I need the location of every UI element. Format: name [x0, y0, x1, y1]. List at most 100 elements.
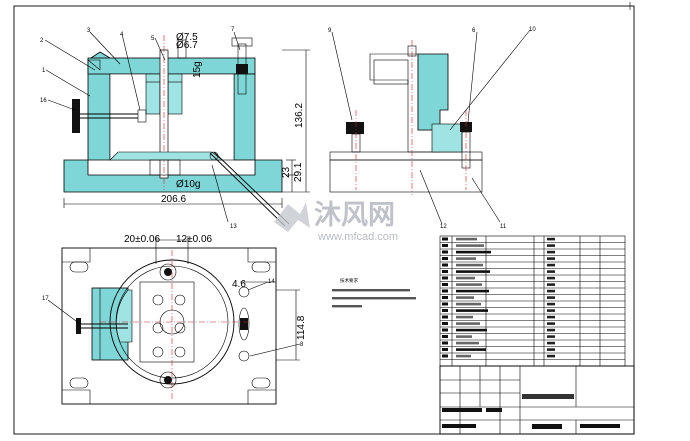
bom-material-mark	[547, 296, 555, 299]
bom-index-mark	[442, 276, 448, 280]
watermark-logo-icon	[274, 202, 310, 232]
dim-base-height-b: 29.1	[293, 162, 304, 182]
balloon-9: 9	[328, 28, 332, 34]
bom-index-mark	[442, 354, 448, 358]
watermark: 沐风网 www.mfcad.com	[274, 200, 398, 243]
bom-index-mark	[442, 237, 448, 241]
bom-material-mark	[547, 283, 555, 286]
bom-text-mark	[456, 302, 481, 306]
bom-text-mark	[456, 263, 483, 267]
balloon-7: 7	[231, 27, 235, 33]
plan-view: 20±0.06 12±0.06 114.8 4.6	[47, 234, 307, 405]
bom-text-mark	[456, 296, 474, 299]
bom-text-mark	[456, 335, 472, 338]
bom-index-mark	[442, 296, 448, 299]
bom-material-mark	[547, 244, 555, 247]
bom-text-mark	[456, 354, 471, 358]
bom-index-mark	[442, 257, 448, 260]
balloon-3: 3	[87, 28, 91, 34]
sheet-border	[13, 5, 635, 435]
bom-material-mark	[547, 302, 555, 306]
balloon-8: 8	[300, 342, 304, 348]
plan-top-knob	[159, 263, 177, 281]
bom-text-mark	[456, 289, 489, 293]
bom-index-mark	[442, 244, 448, 247]
side-base	[329, 159, 483, 193]
bom-material-mark	[547, 354, 555, 358]
bom-index-mark	[442, 270, 448, 273]
balloon-1: 1	[42, 68, 46, 74]
technical-notes: 技术要求	[332, 277, 416, 308]
bom-text-mark	[456, 341, 479, 345]
bom-text-mark	[456, 322, 480, 325]
bom-material-mark	[547, 276, 555, 280]
front-bushing-left	[145, 73, 161, 115]
balloon-13: 13	[230, 224, 237, 230]
bom-text-mark	[456, 244, 484, 247]
bom-material-mark	[547, 315, 555, 319]
bom-material-mark	[547, 257, 555, 260]
watermark-url: www.mfcad.com	[317, 231, 398, 243]
bom-index-mark	[442, 250, 448, 254]
dim-overall-width: 206.6	[161, 194, 186, 205]
bom-material-mark	[547, 335, 555, 338]
watermark-brand: 沐风网	[314, 200, 395, 231]
balloon-14: 14	[268, 279, 275, 285]
bom-text-mark	[456, 348, 486, 351]
front-right-column	[233, 73, 256, 161]
bom-text-mark	[456, 283, 482, 286]
dim-bushing-fit: 15g	[192, 61, 203, 78]
bom-index-mark	[442, 322, 448, 325]
bom-index-mark	[442, 315, 448, 319]
bom-text-mark	[456, 270, 490, 273]
front-view: 206.6 136.2 23 29.1 Ø7.5 Ø6.7 Ø10g 15g	[44, 31, 310, 227]
bom-material-mark	[547, 289, 555, 293]
balloon-2: 2	[40, 38, 44, 44]
bom-text-mark	[456, 309, 488, 312]
balloon-4: 4	[120, 32, 124, 38]
bom-index-mark	[442, 328, 448, 332]
title-block	[439, 365, 635, 435]
bom-material-mark	[547, 309, 555, 312]
bom-text-mark	[456, 328, 487, 332]
bom-index-mark	[442, 289, 448, 293]
plan-bottom-knob	[159, 371, 177, 389]
side-view	[329, 29, 531, 225]
parts-list	[439, 235, 626, 367]
balloon-16: 16	[40, 98, 47, 104]
side-clamp-block	[373, 59, 409, 85]
balloon-11: 11	[500, 224, 507, 230]
dim-plan-height: 114.8	[296, 315, 307, 340]
notes-title: 技术要求	[340, 277, 358, 284]
balloon-17: 17	[42, 296, 49, 302]
front-top-plate	[87, 57, 256, 75]
bom-material-mark	[547, 328, 555, 332]
plan-right-lever	[238, 307, 250, 341]
side-right-arm	[417, 53, 449, 131]
dim-hole-spacing-x: 20±0.06	[124, 234, 161, 245]
bom-index-mark	[442, 263, 448, 267]
bom-material-mark	[547, 250, 555, 254]
bom-text-mark	[456, 257, 476, 260]
side-left-clamp	[346, 122, 364, 134]
bom-material-mark	[547, 341, 555, 345]
dim-bore-2: Ø6.7	[176, 40, 198, 51]
front-knob	[72, 99, 80, 133]
bom-text-mark	[456, 315, 473, 319]
dim-bore-1: Ø7.5	[176, 32, 198, 43]
bom-index-mark	[442, 302, 448, 306]
bom-index-mark	[442, 309, 448, 312]
bom-index-mark	[442, 335, 448, 338]
bom-material-mark	[547, 322, 555, 325]
balloon-5: 5	[151, 36, 155, 42]
balloon-6: 6	[472, 28, 476, 34]
bom-text-mark	[456, 237, 477, 241]
bom-material-mark	[547, 237, 555, 241]
dim-overall-height: 136.2	[294, 103, 305, 128]
bom-material-mark	[547, 263, 555, 267]
bom-index-mark	[442, 348, 448, 351]
balloon-10: 10	[529, 27, 536, 33]
dim-hole-spacing-y: 12±0.06	[176, 234, 213, 245]
dim-spindle-dia: Ø10g	[176, 179, 200, 190]
